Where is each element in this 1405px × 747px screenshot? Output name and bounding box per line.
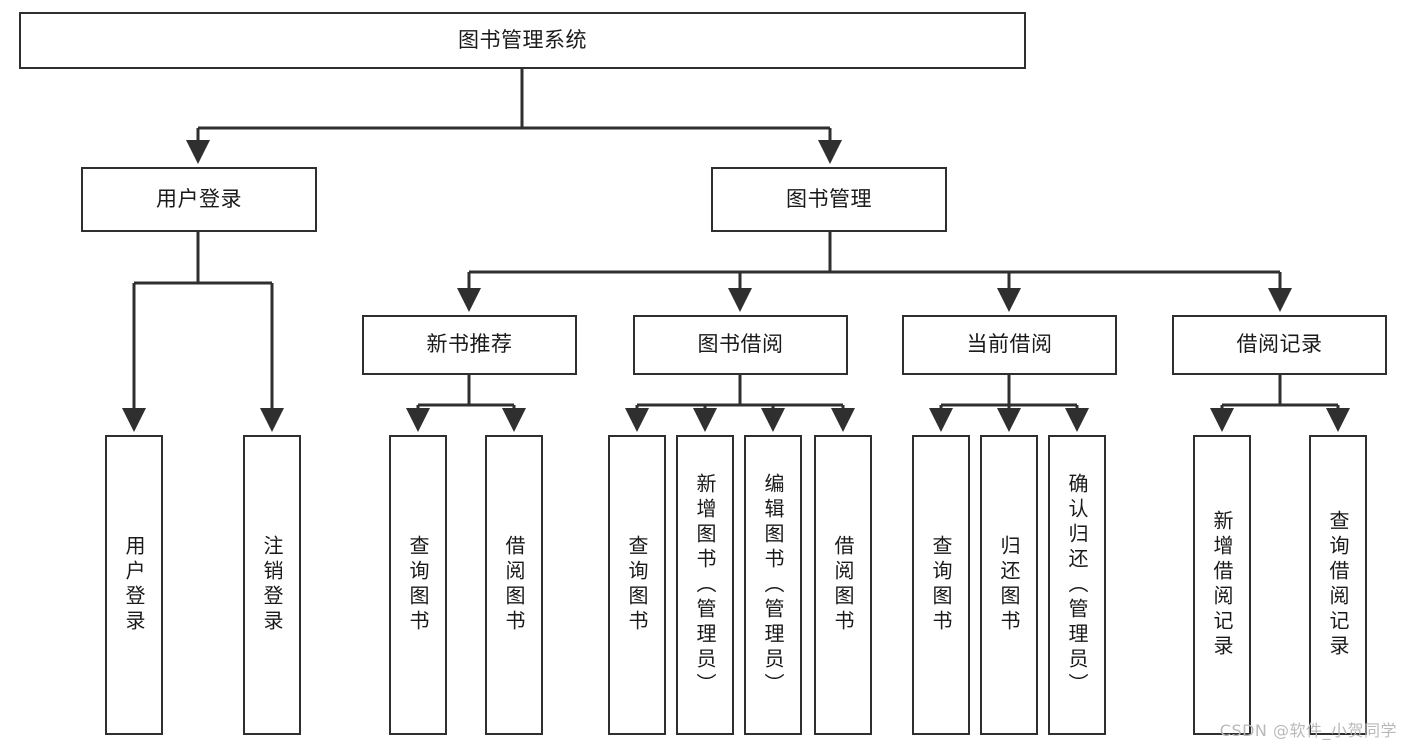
node-new-book-recommend-label: 新书推荐 (426, 332, 513, 357)
node-user-login[interactable]: 用户登录 (81, 167, 317, 232)
node-leaf-add-record[interactable]: 新增借阅记录 (1193, 435, 1251, 735)
node-leaf-edit-book-label: 编辑图书（管理员） (761, 472, 785, 698)
node-leaf-return-book-label: 归还图书 (997, 535, 1021, 635)
node-new-book-recommend[interactable]: 新书推荐 (362, 315, 577, 375)
node-leaf-query-book-3[interactable]: 查询图书 (912, 435, 970, 735)
node-current-borrow[interactable]: 当前借阅 (902, 315, 1117, 375)
node-leaf-borrow-book-1[interactable]: 借阅图书 (485, 435, 543, 735)
node-leaf-add-book[interactable]: 新增图书（管理员） (676, 435, 734, 735)
node-leaf-add-book-label: 新增图书（管理员） (693, 472, 717, 698)
node-book-borrow[interactable]: 图书借阅 (633, 315, 848, 375)
node-leaf-borrow-book-2[interactable]: 借阅图书 (814, 435, 872, 735)
node-borrow-record-label: 借阅记录 (1236, 332, 1323, 357)
node-leaf-user-logout-label: 注销登录 (260, 535, 284, 635)
node-leaf-add-record-label: 新增借阅记录 (1210, 510, 1234, 660)
node-leaf-user-login-label: 用户登录 (122, 535, 146, 635)
node-leaf-confirm-return-label: 确认归还（管理员） (1065, 472, 1089, 698)
node-leaf-query-book-2-label: 查询图书 (625, 535, 649, 635)
node-book-management[interactable]: 图书管理 (711, 167, 947, 232)
node-borrow-record[interactable]: 借阅记录 (1172, 315, 1387, 375)
node-leaf-query-book-3-label: 查询图书 (929, 535, 953, 635)
node-leaf-query-book-1-label: 查询图书 (406, 535, 430, 635)
node-root[interactable]: 图书管理系统 (19, 12, 1026, 69)
node-leaf-query-book-2[interactable]: 查询图书 (608, 435, 666, 735)
node-root-label: 图书管理系统 (458, 27, 587, 52)
node-leaf-confirm-return[interactable]: 确认归还（管理员） (1048, 435, 1106, 735)
node-leaf-user-logout[interactable]: 注销登录 (243, 435, 301, 735)
node-leaf-borrow-book-1-label: 借阅图书 (502, 535, 526, 635)
node-leaf-user-login[interactable]: 用户登录 (105, 435, 163, 735)
node-user-login-label: 用户登录 (156, 186, 242, 211)
node-leaf-borrow-book-2-label: 借阅图书 (831, 535, 855, 635)
node-leaf-query-record[interactable]: 查询借阅记录 (1309, 435, 1367, 735)
node-leaf-query-record-label: 查询借阅记录 (1326, 510, 1350, 660)
node-leaf-return-book[interactable]: 归还图书 (980, 435, 1038, 735)
node-current-borrow-label: 当前借阅 (966, 332, 1053, 357)
node-book-management-label: 图书管理 (786, 186, 872, 211)
node-leaf-query-book-1[interactable]: 查询图书 (389, 435, 447, 735)
node-leaf-edit-book[interactable]: 编辑图书（管理员） (744, 435, 802, 735)
node-book-borrow-label: 图书借阅 (697, 332, 784, 357)
